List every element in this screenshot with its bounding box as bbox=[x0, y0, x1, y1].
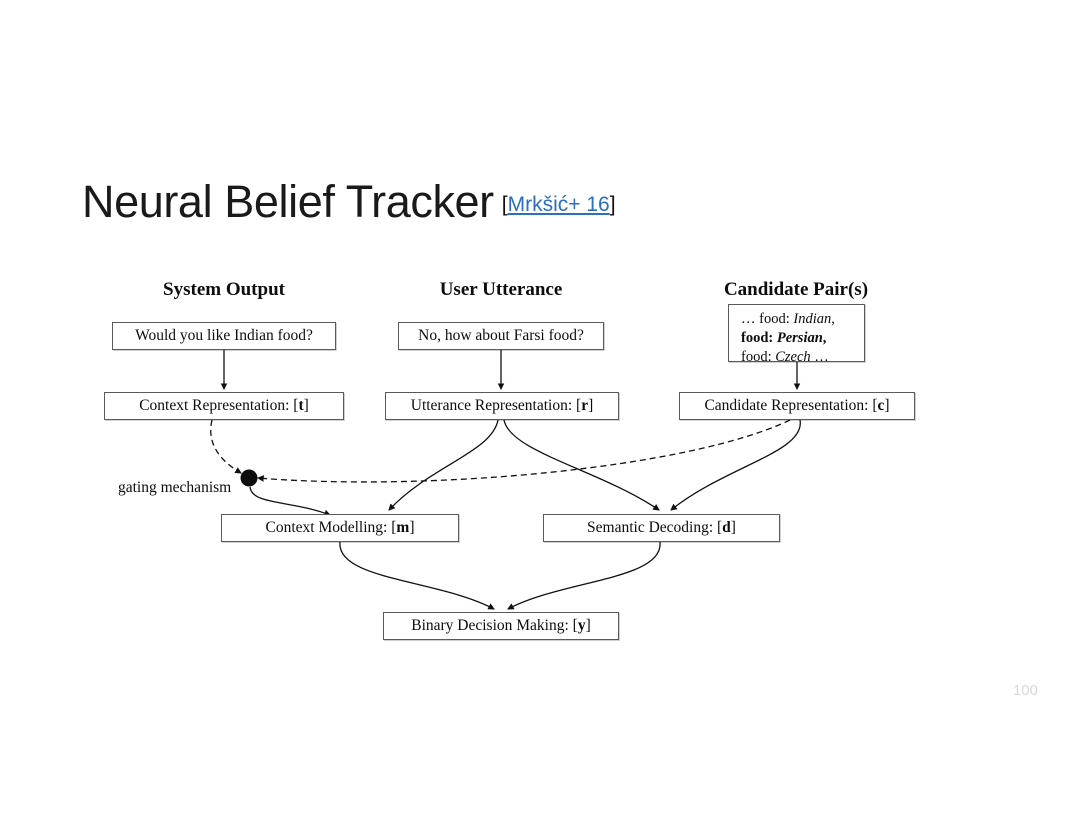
semantic-decoding-label: Semantic Decoding: [ bbox=[587, 519, 723, 536]
candidate-line-3: food: Czech … bbox=[741, 348, 854, 367]
citation: [Mrkšić+ 16] bbox=[502, 193, 616, 216]
header-user-utterance: User Utterance bbox=[439, 279, 563, 300]
utterance-representation-label: Utterance Representation: [ bbox=[410, 397, 582, 414]
candidate-slot-suffix: … bbox=[810, 349, 829, 366]
context-representation-var: t bbox=[298, 397, 304, 414]
candidate-line-1: … food: Indian, bbox=[741, 310, 854, 329]
utterance-representation-bracket: ] bbox=[588, 397, 594, 414]
curve-utterance-to-semantic-decoding bbox=[503, 419, 660, 511]
candidate-slot-suffix: , bbox=[831, 311, 835, 327]
candidate-slot-value: Persian bbox=[776, 330, 823, 347]
binary-decision-bracket: ] bbox=[585, 617, 591, 634]
candidate-slot-name: food: bbox=[741, 330, 777, 347]
binary-decision-label: Binary Decision Making: [ bbox=[411, 617, 578, 634]
candidate-slot-value: Czech bbox=[775, 349, 811, 366]
citation-close-bracket: ] bbox=[609, 193, 616, 216]
context-modelling-bracket: ] bbox=[409, 519, 415, 536]
node-context-modelling[interactable]: Context Modelling: [m] bbox=[221, 514, 459, 542]
semantic-decoding-bracket: ] bbox=[730, 519, 736, 536]
node-candidate-representation[interactable]: Candidate Representation: [c] bbox=[679, 392, 915, 420]
candidate-representation-var: c bbox=[877, 397, 885, 414]
context-modelling-var: m bbox=[396, 519, 410, 536]
node-binary-decision-making[interactable]: Binary Decision Making: [y] bbox=[383, 612, 619, 640]
context-representation-label: Context Representation: [ bbox=[139, 397, 299, 414]
citation-open-bracket: [ bbox=[501, 193, 508, 216]
citation-link[interactable]: Mrkšić+ 16 bbox=[507, 193, 610, 216]
curve-semantic-decoding-to-binary bbox=[507, 541, 661, 610]
curve-context-modelling-to-binary bbox=[339, 541, 495, 610]
node-semantic-decoding[interactable]: Semantic Decoding: [d] bbox=[543, 514, 780, 542]
node-utterance-representation[interactable]: Utterance Representation: [r] bbox=[385, 392, 619, 420]
binary-decision-var: y bbox=[577, 617, 586, 634]
candidate-representation-bracket: ] bbox=[884, 397, 890, 414]
dashed-candidate-to-gate bbox=[256, 419, 791, 483]
semantic-decoding-var: d bbox=[722, 519, 731, 536]
page-title: Neural Belief Tracker [Mrkšić+ 16] bbox=[82, 176, 616, 228]
node-user-utterance[interactable]: No, how about Farsi food? bbox=[398, 322, 604, 350]
header-system-output: System Output bbox=[163, 279, 285, 300]
node-system-utterance[interactable]: Would you like Indian food? bbox=[112, 322, 336, 350]
candidate-slot-name: food: bbox=[741, 349, 776, 366]
candidate-slot-name: … food: bbox=[741, 311, 794, 327]
dashed-context-to-gate bbox=[210, 419, 242, 474]
context-modelling-label: Context Modelling: [ bbox=[265, 519, 397, 536]
candidate-slot-value: Indian bbox=[793, 311, 832, 327]
header-candidate-pairs: Candidate Pair(s) bbox=[723, 279, 869, 300]
candidate-slot-suffix: , bbox=[822, 330, 827, 347]
node-context-representation[interactable]: Context Representation: [t] bbox=[104, 392, 344, 420]
candidate-line-2: food: Persian, bbox=[741, 329, 854, 348]
page-number: 100 bbox=[1012, 682, 1038, 699]
curve-utterance-to-context-modelling bbox=[388, 419, 499, 511]
gating-mechanism-dot bbox=[240, 469, 258, 487]
context-representation-bracket: ] bbox=[303, 397, 309, 414]
utterance-representation-var: r bbox=[581, 397, 589, 414]
curve-candidate-to-semantic-decoding bbox=[670, 419, 801, 511]
title-text: Neural Belief Tracker bbox=[82, 176, 494, 227]
node-candidate-pairs[interactable]: … food: Indian, food: Persian, food: Cze… bbox=[728, 304, 865, 365]
candidate-representation-label: Candidate Representation: [ bbox=[704, 397, 878, 414]
gating-mechanism-label: gating mechanism bbox=[118, 479, 232, 496]
curve-gate-to-context-modelling bbox=[249, 486, 331, 517]
